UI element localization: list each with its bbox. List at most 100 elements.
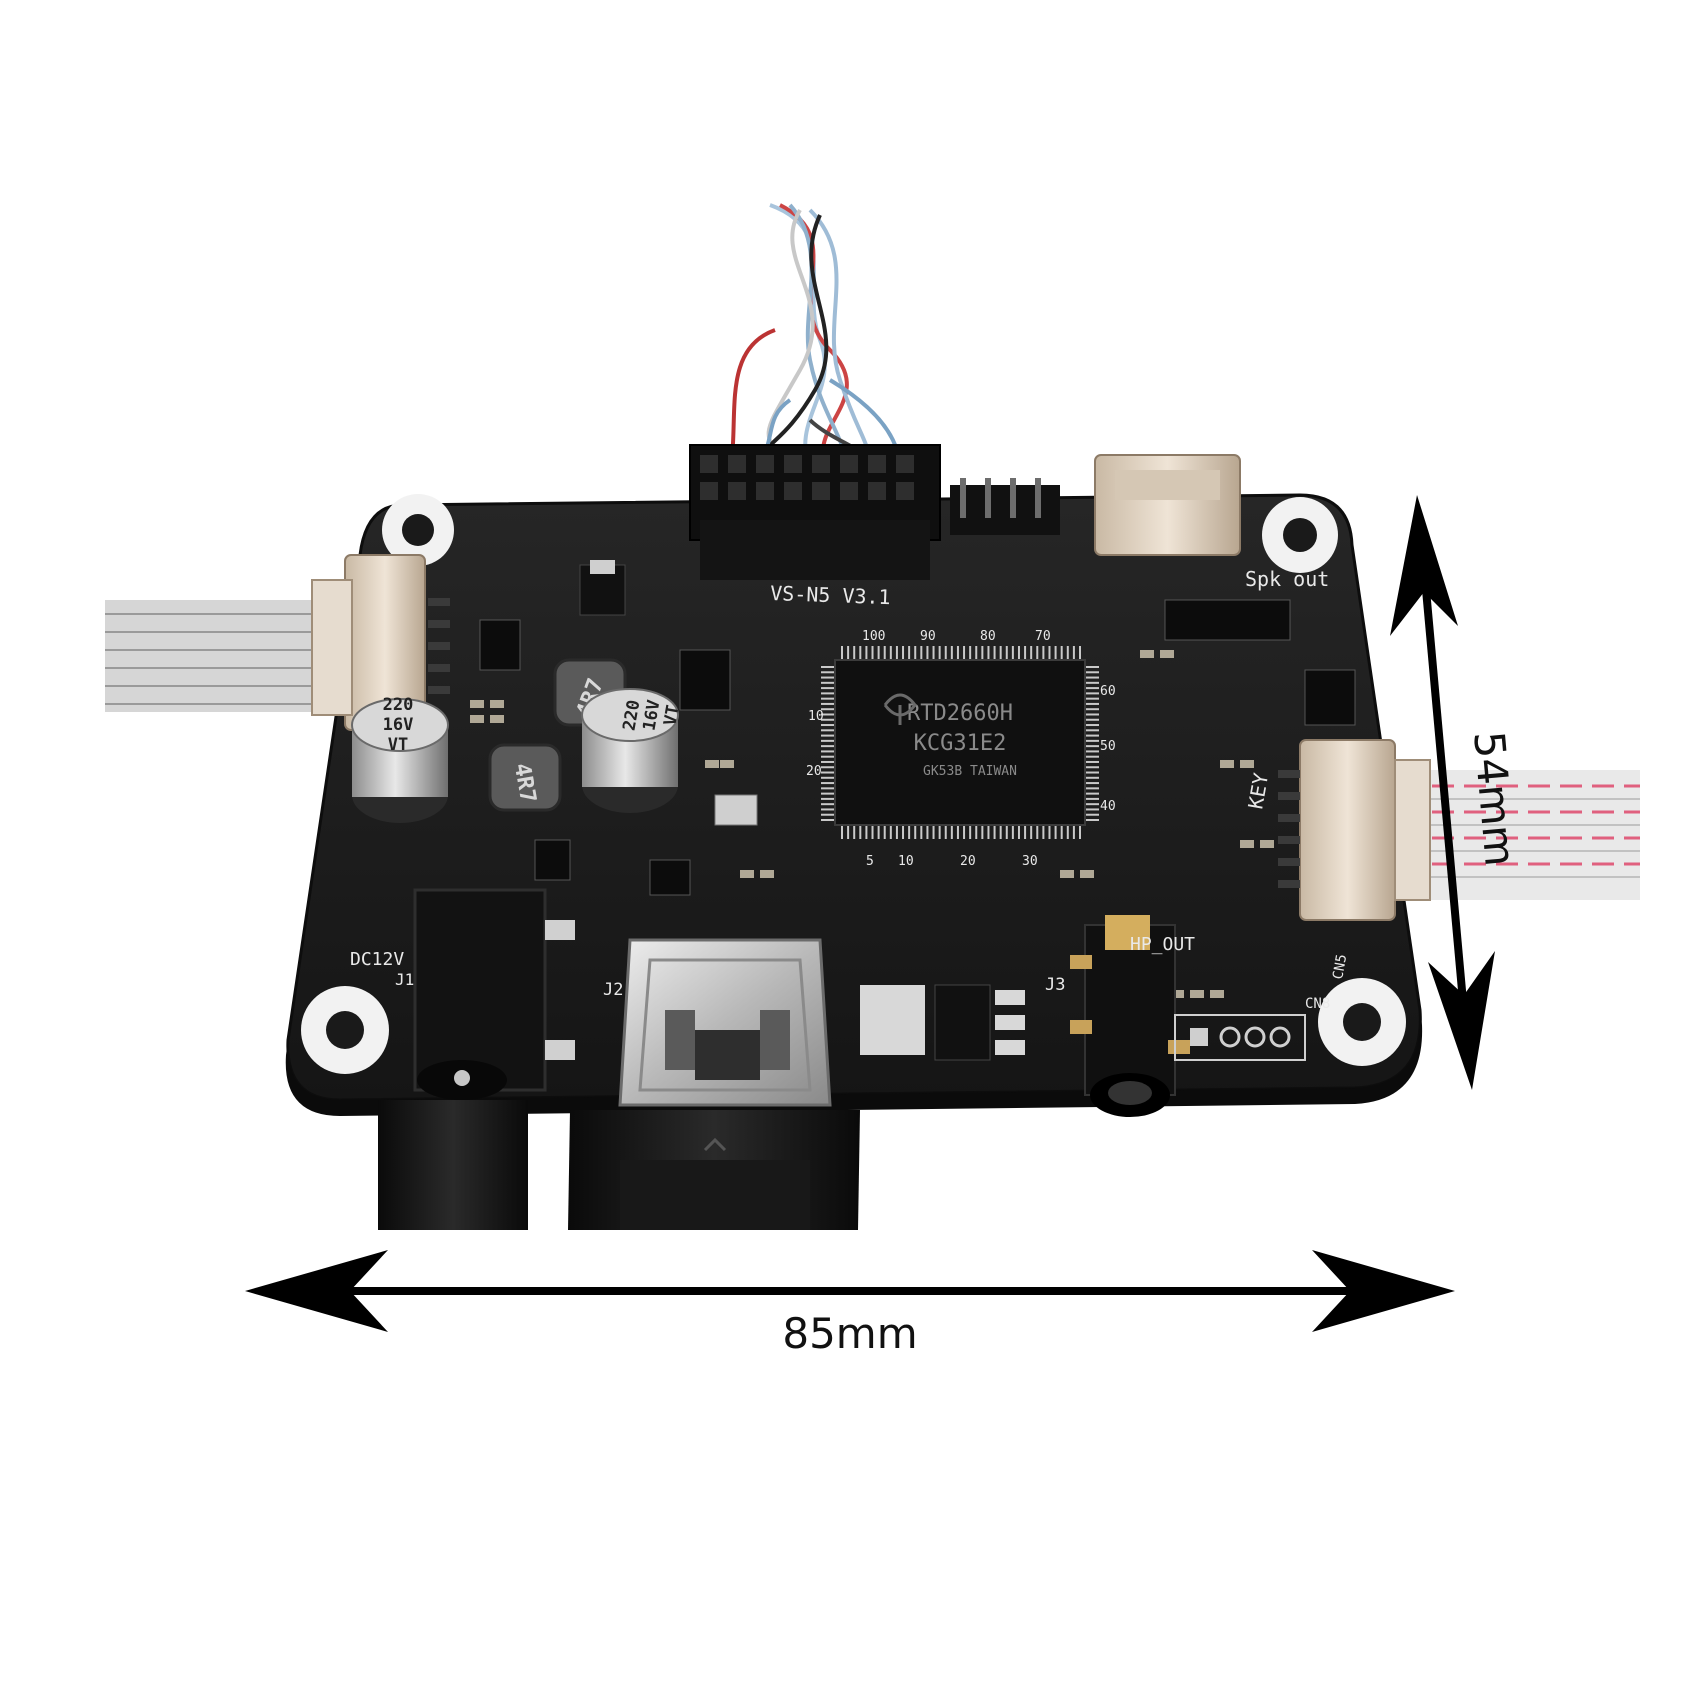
svg-text:20: 20 <box>960 854 976 869</box>
chip-pin <box>1085 697 1099 700</box>
chip-pin <box>902 646 905 660</box>
chip-pin <box>853 646 856 660</box>
chip-pin <box>1030 646 1033 660</box>
pin-header <box>950 478 1060 535</box>
lvds-header <box>689 444 941 580</box>
chip-pin <box>1048 646 1051 660</box>
chip-pin <box>1011 825 1014 839</box>
dc-barrel-jack <box>413 888 575 1100</box>
hdmi-connector <box>618 938 832 1107</box>
chip-pin <box>821 760 835 763</box>
capacitor-left: 220 16V VT <box>351 695 449 823</box>
chip-pin <box>1030 825 1033 839</box>
chip-pin <box>821 776 835 779</box>
dc-in-label: DC12V <box>350 949 404 970</box>
chip-pin <box>821 755 835 758</box>
chip-pin <box>1085 797 1099 800</box>
chip-pin <box>1036 646 1039 660</box>
chip-pin <box>1054 646 1057 660</box>
chip-pin <box>853 825 856 839</box>
chip-pin <box>821 813 835 816</box>
chip-pin <box>926 825 929 839</box>
smd-components <box>479 599 1356 896</box>
svg-text:VT: VT <box>388 735 408 755</box>
voltage-regulator <box>860 984 1025 1061</box>
capacitor-right: 220 16V VT <box>581 688 684 813</box>
chip-label-2: KCG31E2 <box>914 731 1007 756</box>
chip-pin <box>821 787 835 790</box>
chip-pin <box>938 825 941 839</box>
svg-text:220: 220 <box>383 695 414 715</box>
chip-pin <box>841 646 843 660</box>
dc-power-plug <box>378 1100 528 1230</box>
lvds-twisted-wires <box>728 203 902 472</box>
chip-pin <box>1024 825 1027 839</box>
chip-pin <box>821 671 835 674</box>
chip-pin <box>821 676 835 679</box>
chip-pin <box>1017 646 1020 660</box>
width-label: 85mm <box>782 1309 917 1358</box>
chip-pin <box>1066 825 1069 839</box>
chip-pin <box>1024 646 1027 660</box>
chip-pin <box>895 646 898 660</box>
chip-pin <box>1011 646 1014 660</box>
chip-pin <box>821 702 835 705</box>
chip-pin <box>1085 724 1099 727</box>
chip-pin <box>871 646 874 660</box>
chip-pin <box>1085 782 1099 785</box>
chip-pin <box>1085 755 1099 758</box>
chip-pin <box>821 734 835 737</box>
chip-pin <box>1005 825 1008 839</box>
svg-text:10: 10 <box>808 709 824 724</box>
chip-pin <box>821 819 835 821</box>
chip-pin <box>908 825 911 839</box>
height-dimension-arrow <box>1390 495 1495 1090</box>
chip-pin <box>1085 739 1099 742</box>
svg-text:VT: VT <box>660 704 683 728</box>
chip-pin <box>1054 825 1057 839</box>
left-power-connector <box>311 554 450 731</box>
chip-pin <box>914 646 917 660</box>
chip-pin <box>1085 681 1099 684</box>
chip-pin <box>1085 676 1099 679</box>
svg-text:5: 5 <box>866 854 874 869</box>
chip-pin <box>821 766 835 769</box>
width-dimension-arrow <box>245 1250 1455 1332</box>
chip-pin-numbers: 100 90 80 70 5 10 20 30 60 50 40 10 20 <box>806 629 1116 869</box>
chip-pin <box>889 825 892 839</box>
chip-pin <box>1085 713 1099 716</box>
chip-label-3: GK53B TAIWAN <box>923 764 1017 779</box>
height-label: 54mm <box>1464 729 1525 868</box>
chip-pin <box>963 825 966 839</box>
chip-pin <box>859 646 862 660</box>
hp-out-label: HP_OUT <box>1130 934 1195 955</box>
chip-pin <box>1085 766 1099 769</box>
cn8-header <box>1174 1014 1306 1061</box>
crystal-oscillator <box>714 794 758 826</box>
mounting-hole-bottom-left <box>301 986 389 1074</box>
chip-pin <box>1085 792 1099 795</box>
chip-pin <box>902 825 905 839</box>
chip-pin <box>865 646 868 660</box>
chip-pin <box>871 825 874 839</box>
chip-pin <box>859 825 862 839</box>
chip-pin <box>1017 825 1020 839</box>
chip-pin <box>1085 813 1099 816</box>
chip-pin <box>821 797 835 800</box>
j3-label: J3 <box>1045 975 1065 995</box>
pcb-board: Spk out VS-N5 V3.1 <box>285 444 1431 1117</box>
chip-pin <box>1085 808 1099 811</box>
chip-pin <box>908 646 911 660</box>
chip-pin <box>950 825 953 839</box>
chip-pin <box>920 825 923 839</box>
chip-pin <box>877 646 880 660</box>
chip-pin <box>956 646 959 660</box>
speaker-label: Spk out <box>1245 567 1329 591</box>
chip-pin <box>999 825 1002 839</box>
chip-pin <box>1085 671 1099 674</box>
chip-pin <box>847 825 850 839</box>
chip-pin <box>944 825 947 839</box>
chip-pin <box>1048 825 1051 839</box>
chip-pin <box>895 825 898 839</box>
